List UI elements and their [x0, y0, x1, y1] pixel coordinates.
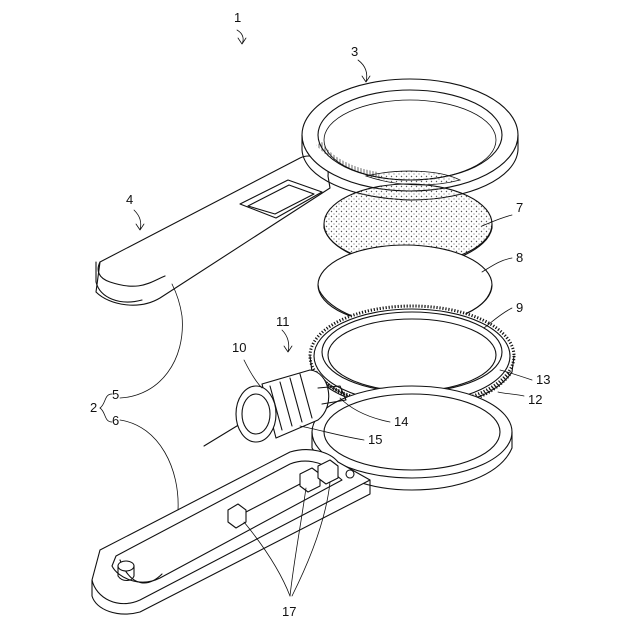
label-6: 6 [112, 413, 119, 428]
label-15: 15 [368, 432, 382, 447]
upper-handle [96, 156, 330, 305]
label-4: 4 [126, 192, 133, 207]
label-2: 2 [90, 400, 97, 415]
label-10: 10 [232, 340, 246, 355]
label-13: 13 [536, 372, 550, 387]
label-7: 7 [516, 200, 523, 215]
label-8: 8 [516, 250, 523, 265]
post [118, 561, 134, 571]
label-12: 12 [528, 392, 542, 407]
label-17: 17 [282, 604, 296, 619]
label-11: 11 [276, 314, 290, 329]
label-9: 9 [516, 300, 523, 315]
label-3: 3 [351, 44, 358, 59]
label-5: 5 [112, 387, 119, 402]
label-14: 14 [394, 414, 408, 429]
label-1: 1 [234, 10, 241, 25]
